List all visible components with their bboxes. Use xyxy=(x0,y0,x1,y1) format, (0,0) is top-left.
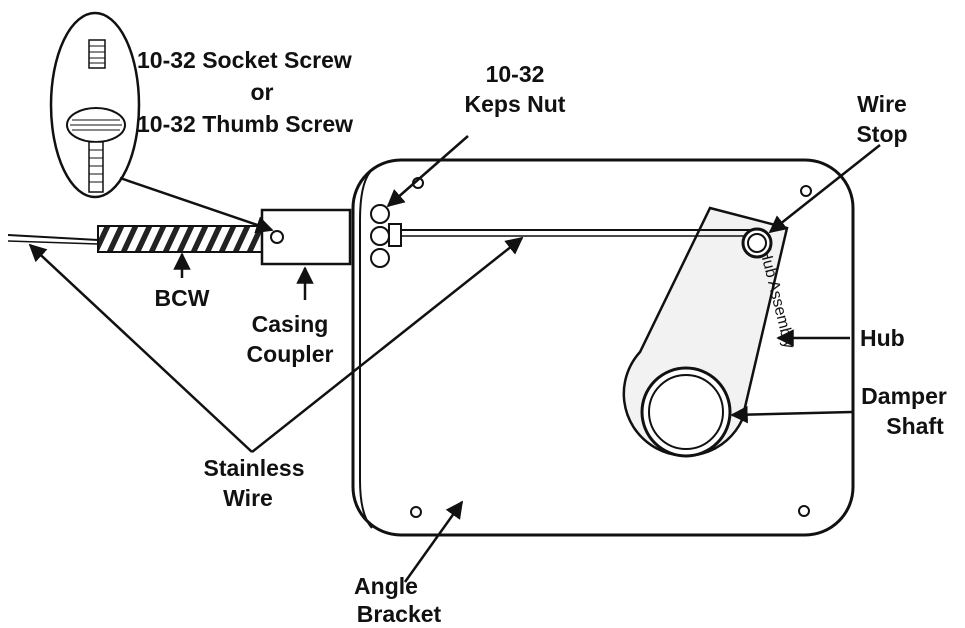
wire-stop xyxy=(741,227,773,259)
label-damper-shaft-1: Damper xyxy=(861,383,947,409)
mounting-hole-top-right xyxy=(800,185,812,197)
socket-screw-icon xyxy=(88,39,106,69)
casing-coupler xyxy=(260,208,352,266)
leader-lines xyxy=(28,135,881,583)
label-casing-coupler-2: Coupler xyxy=(247,341,334,367)
label-wire-stop-1: Wire xyxy=(857,91,907,117)
label-casing-coupler-1: Casing xyxy=(252,311,329,337)
stainless-wire-leader-left xyxy=(28,243,253,453)
label-hub: Hub xyxy=(860,325,905,351)
label-bcw: BCW xyxy=(155,285,210,311)
label-keps-nut-1: 10-32 xyxy=(486,61,545,87)
screw-options-inset xyxy=(49,11,141,199)
bcw-casing xyxy=(97,225,263,253)
label-thumb-screw: 10-32 Thumb Screw xyxy=(137,111,353,137)
mounting-hole-bottom-left xyxy=(410,506,422,518)
thumb-screw-icon xyxy=(66,107,126,193)
keps-nut xyxy=(370,204,402,268)
mounting-hole-bottom-right xyxy=(798,505,810,517)
label-damper-shaft-2: Shaft xyxy=(886,413,944,439)
label-keps-nut-2: Keps Nut xyxy=(465,91,566,117)
label-wire-stop-2: Stop xyxy=(856,121,907,147)
wire-stop-leader xyxy=(768,144,881,234)
damper-shaft-leader xyxy=(730,405,853,424)
label-stainless-wire-2: Wire xyxy=(223,485,273,511)
label-angle-bracket-2: Bracket xyxy=(357,601,442,627)
angle-bracket-leader xyxy=(403,500,464,583)
angle-bracket xyxy=(351,158,855,537)
label-socket-screw: 10-32 Socket Screw xyxy=(137,47,352,73)
stainless-wire xyxy=(7,229,752,245)
label-or: or xyxy=(251,79,274,105)
screw-leader xyxy=(119,176,274,234)
label-stainless-wire-1: Stainless xyxy=(204,455,305,481)
stainless-wire-leader-right xyxy=(251,236,524,453)
keps-nut-leader xyxy=(386,135,469,208)
label-angle-bracket-1: Angle xyxy=(354,573,418,599)
